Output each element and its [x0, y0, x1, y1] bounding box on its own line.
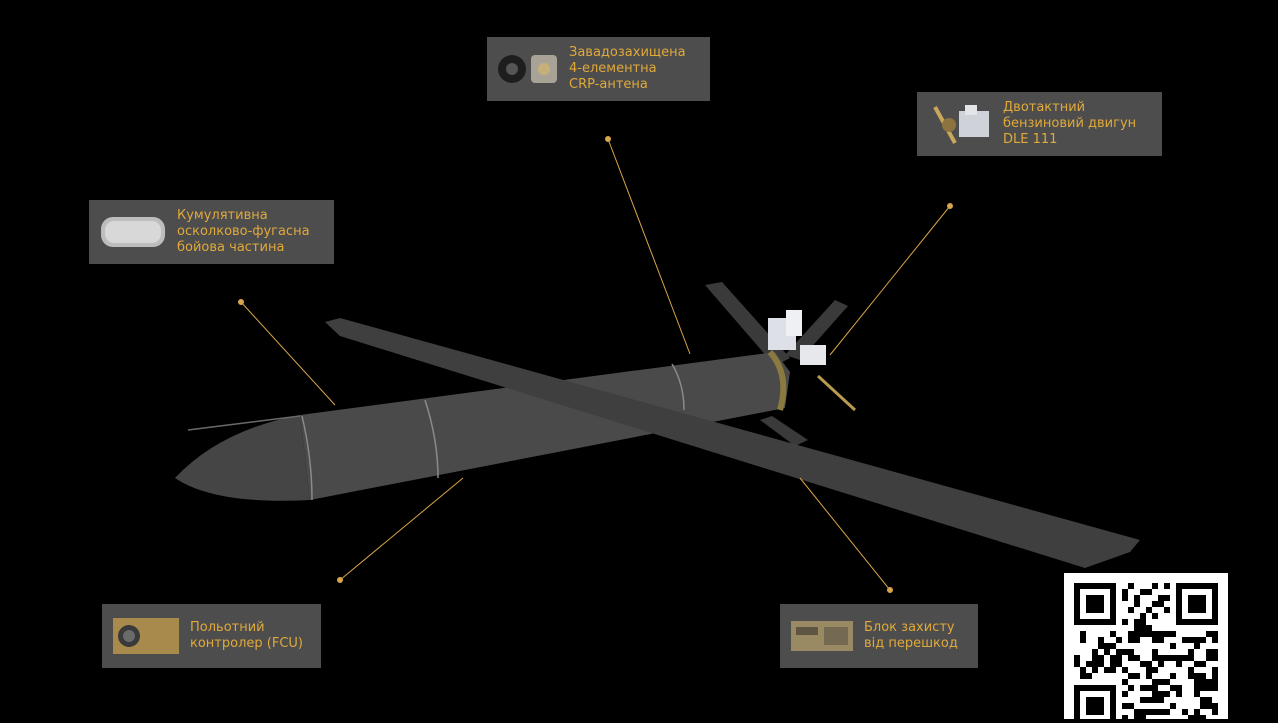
anti-jamming-unit-label: Блок захисту від перешкод — [864, 620, 958, 651]
callout-anti-jamming-unit: Блок захисту від перешкод — [780, 604, 978, 668]
engine-label: Двотактний бензиновий двигун DLE 111 — [1003, 100, 1137, 147]
callout-antenna: Завадозахищена 4-елементна CRP-антена — [487, 37, 710, 101]
main-wing — [325, 318, 1140, 568]
anti-jamming-unit-icon — [791, 621, 853, 651]
antenna-label: Завадозахищена 4-елементна CRP-антена — [569, 45, 686, 92]
warhead-label: Кумулятивна осколково-фугасна бойова час… — [177, 208, 310, 255]
leader-lines — [238, 136, 953, 593]
callout-flight-controller: Польотний контролер (FCU) — [102, 604, 321, 668]
callout-warhead: Кумулятивна осколково-фугасна бойова час… — [89, 200, 334, 264]
qr-code-icon[interactable] — [1064, 573, 1228, 723]
flight-controller-label: Польотний контролер (FCU) — [190, 620, 303, 651]
warhead-icon — [101, 217, 165, 247]
qr-code-pattern — [1074, 583, 1218, 723]
flight-controller-icon — [113, 618, 179, 654]
antenna-icon — [498, 55, 557, 83]
engine-assembly — [768, 310, 857, 412]
engine-icon — [933, 105, 989, 144]
fuselage — [175, 350, 790, 501]
callout-engine: Двотактний бензиновий двигун DLE 111 — [917, 92, 1162, 156]
